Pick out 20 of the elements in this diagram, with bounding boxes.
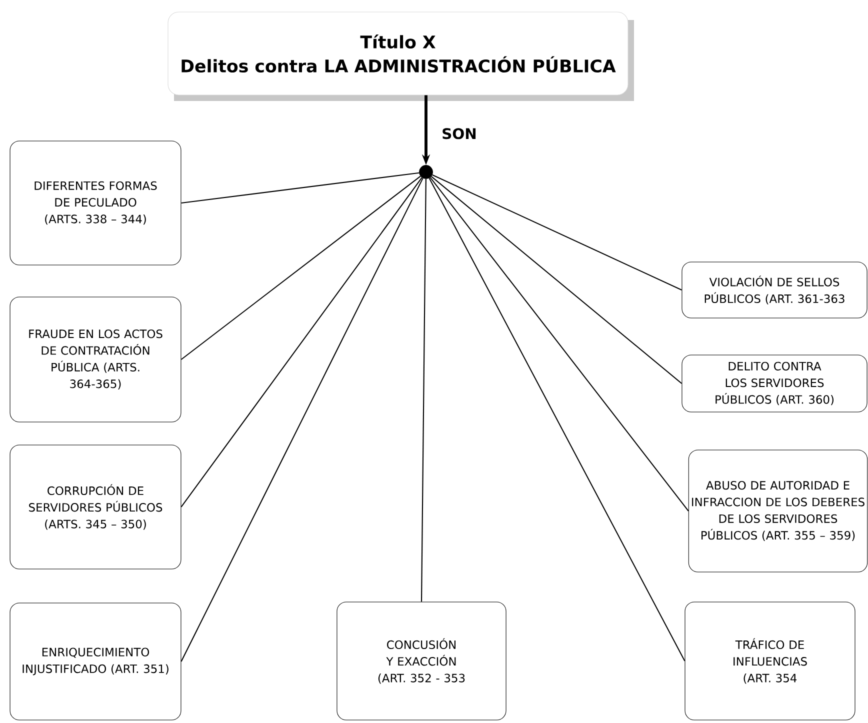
- category-box: VIOLACIÓN DE SELLOS PÚBLICOS (ART. 361-363: [682, 262, 868, 318]
- connector-line: [428, 178, 686, 662]
- category-box: ENRIQUECIMIENTO INJUSTIFICADO (ART. 351): [10, 602, 182, 720]
- category-box: CORRUPCIÓN DE SERVIDORES PÚBLICOS (ARTS. 345 – 350): [10, 444, 182, 570]
- category-box: DELITO CONTRA LOS SERVIDORES PÚBLICOS (ART. 360): [682, 354, 868, 412]
- connector-line: [420, 178, 426, 602]
- connector-line: [431, 176, 682, 384]
- connector-line: [180, 177, 422, 508]
- connector-line: [180, 178, 424, 662]
- connector-line: [181, 172, 420, 204]
- title-box: Título X Delitos contra LA ADMINISTRACIÓN PÚBLICA: [168, 12, 634, 101]
- connector-line: [430, 177, 689, 512]
- connector-line: [432, 174, 682, 290]
- category-box: FRAUDE EN LOS ACTOS DE CONTRATACIÓN PÚBLICA (ARTS. 364-365): [10, 296, 182, 422]
- category-box: ABUSO DE AUTORIDAD E INFRACCION DE LOS DEBERES DE LOS SERVIDORES PÚBLICOS (ART. 355 – 359): [688, 450, 868, 572]
- connector-line: [180, 176, 421, 360]
- category-box: CONCUSIÓN Y EXACCIÓN (ART. 352 - 353: [336, 602, 506, 720]
- category-box: DIFERENTES FORMAS DE PECULADO (ARTS. 338 – 344): [10, 140, 182, 266]
- edge-label: SON: [440, 126, 478, 140]
- category-box: TRÁFICO DE INFLUENCIAS (ART. 354: [684, 602, 856, 720]
